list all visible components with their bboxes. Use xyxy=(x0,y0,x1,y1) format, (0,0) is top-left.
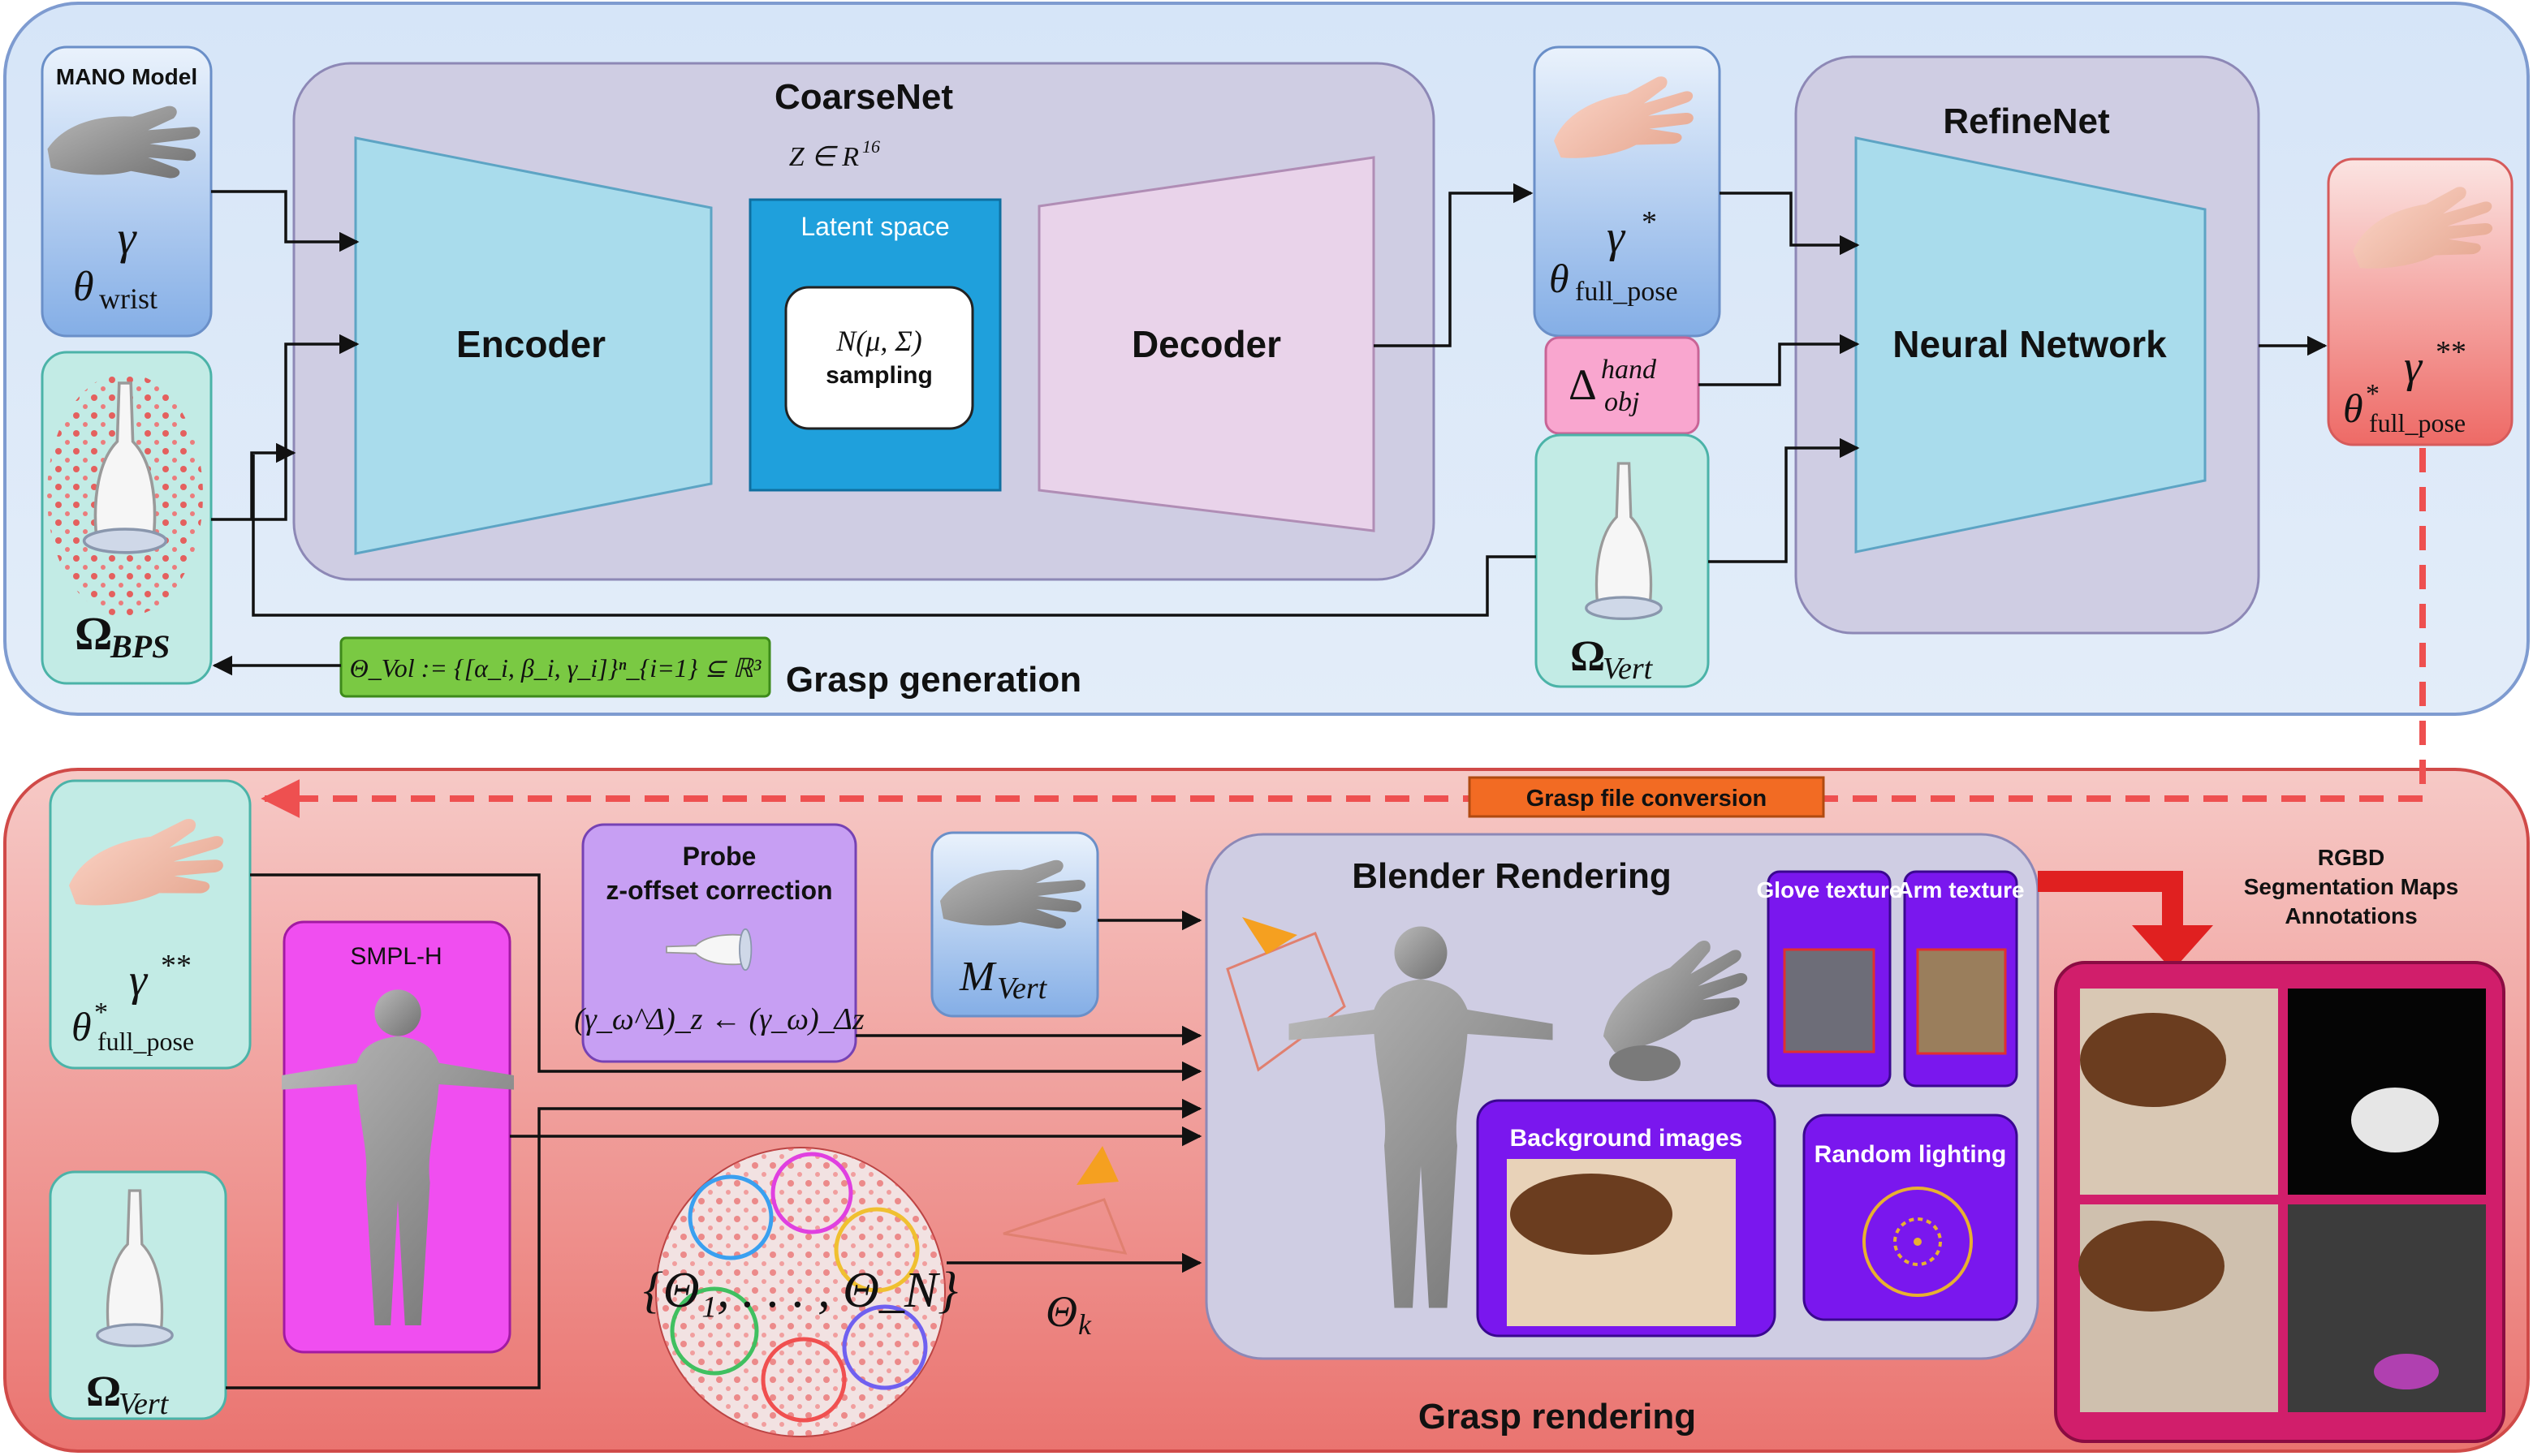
output-red-arrow-head xyxy=(2132,925,2213,971)
wire-render-in xyxy=(250,873,1202,1082)
wire-bps-encoder xyxy=(211,334,360,521)
coarse-gamma-sup: * xyxy=(1642,205,1657,239)
refine-theta: θ xyxy=(2343,386,2363,431)
background-object xyxy=(1510,1174,1672,1255)
render-gamma-sup: ** xyxy=(161,949,192,983)
theta-k-sub: k xyxy=(1078,1308,1092,1341)
output-red-arrow-shaft xyxy=(2038,871,2183,933)
z-label: Z ∈ R xyxy=(789,142,860,172)
vert-bottom-sub: Vert xyxy=(119,1387,170,1421)
lighting-label: Random lighting xyxy=(1815,1141,2007,1168)
refine-theta-sub: full_pose xyxy=(2369,408,2466,437)
probe-icon xyxy=(1609,1045,1681,1081)
mano-theta-sub: wrist xyxy=(99,282,158,315)
refinenet-title: RefineNet xyxy=(1943,101,2110,141)
render-gamma: γ xyxy=(129,955,149,1006)
wire-vert-loop xyxy=(252,454,1536,617)
coarse-theta-sub: full_pose xyxy=(1575,277,1678,307)
theta-vol-label: Θ_Vol := {[α_i, β_i, γ_i]}ⁿ_{i=1} ⊆ ℝ³ xyxy=(350,653,762,683)
encoder-label: Encoder xyxy=(456,323,606,365)
grasp-file-box xyxy=(1468,776,1825,818)
vert-top-omega: Ω xyxy=(1570,631,1605,680)
mano-theta: θ xyxy=(73,264,94,310)
grasp-rendering-title: Grasp rendering xyxy=(1418,1397,1696,1437)
refine-gamma-sup: ** xyxy=(2436,335,2466,369)
outputs-line3: Annotations xyxy=(2285,903,2417,928)
camera-icon xyxy=(1003,1146,1128,1255)
mvert-sub: Vert xyxy=(997,971,1048,1006)
light-icon xyxy=(1862,1187,1973,1297)
delta-symbol: Δ xyxy=(1569,360,1597,409)
mano-title: MANO Model xyxy=(56,64,197,89)
sphere-set-label: {Θ₁, . . . , Θ_N} xyxy=(643,1263,958,1318)
wire-vert-blender xyxy=(226,1098,1202,1389)
z-sup: 16 xyxy=(862,136,880,157)
bps-sub: BPS xyxy=(110,628,170,665)
camera-icon xyxy=(1226,917,1346,1072)
arm-swatch xyxy=(1916,948,2007,1055)
wire-coarse-refine xyxy=(1720,192,1860,256)
delta-sup: hand xyxy=(1601,355,1657,385)
probe-formula: (γ_ω^Δ)_z ← (γ_ω)_Δz xyxy=(574,1002,865,1036)
neural-network-shape xyxy=(1854,136,2207,554)
neural-network-label: Neural Network xyxy=(1892,323,2167,365)
delta-sub: obj xyxy=(1604,387,1639,417)
grasp-file-label: Grasp file conversion xyxy=(1526,786,1767,812)
render-theta-sub: full_pose xyxy=(97,1027,194,1056)
wire-mano-encoder xyxy=(211,190,360,252)
glove-label: Glove texture xyxy=(1757,877,1902,902)
refine-gamma: γ xyxy=(2404,342,2423,392)
outputs-line2: Segmentation Maps xyxy=(2244,874,2458,899)
sphere-icon xyxy=(655,1147,946,1437)
wire-bps-coarse xyxy=(250,442,296,519)
latent-title: Latent space xyxy=(800,212,949,241)
sampling-label: sampling xyxy=(826,362,933,389)
render-theta-sup: * xyxy=(94,997,108,1027)
vert-top-sub: Vert xyxy=(1603,652,1654,686)
outputs-line1: RGBD xyxy=(2318,845,2384,870)
smplh-label: SMPL-H xyxy=(350,943,442,970)
decoder-shape xyxy=(1038,156,1375,532)
grasp-conversion-arrow xyxy=(261,448,2426,818)
theta-vol-box xyxy=(339,636,771,698)
render-theta: θ xyxy=(71,1004,92,1049)
probe-line1: Probe xyxy=(683,842,757,871)
wire-decoder-out xyxy=(1374,183,1534,347)
coarse-gamma: γ xyxy=(1607,212,1626,262)
arm-label: Arm texture xyxy=(1897,877,2024,902)
vert-bottom-omega: Ω xyxy=(86,1367,121,1415)
coarsenet-title: CoarseNet xyxy=(775,77,953,117)
refine-theta-sup: * xyxy=(2366,379,2380,409)
decoder-label: Decoder xyxy=(1132,323,1281,365)
theta-k: Θ xyxy=(1046,1287,1077,1336)
sampling-box xyxy=(784,286,974,430)
sampling-math: N(μ, Σ) xyxy=(835,325,921,357)
glove-swatch xyxy=(1783,948,1875,1053)
bps-omega: Ω xyxy=(75,607,112,660)
wire-vert-refine xyxy=(1708,437,1860,563)
blender-title: Blender Rendering xyxy=(1352,856,1672,896)
probe-line2: z-offset correction xyxy=(606,876,832,905)
encoder-shape xyxy=(354,136,713,555)
wire-delta-refine xyxy=(1698,334,1860,386)
coarse-theta: θ xyxy=(1549,256,1569,301)
background-label: Background images xyxy=(1510,1125,1743,1152)
mvert-symbol: M xyxy=(959,954,997,1000)
mano-gamma: γ xyxy=(118,211,138,264)
grasp-generation-title: Grasp generation xyxy=(786,660,1081,700)
